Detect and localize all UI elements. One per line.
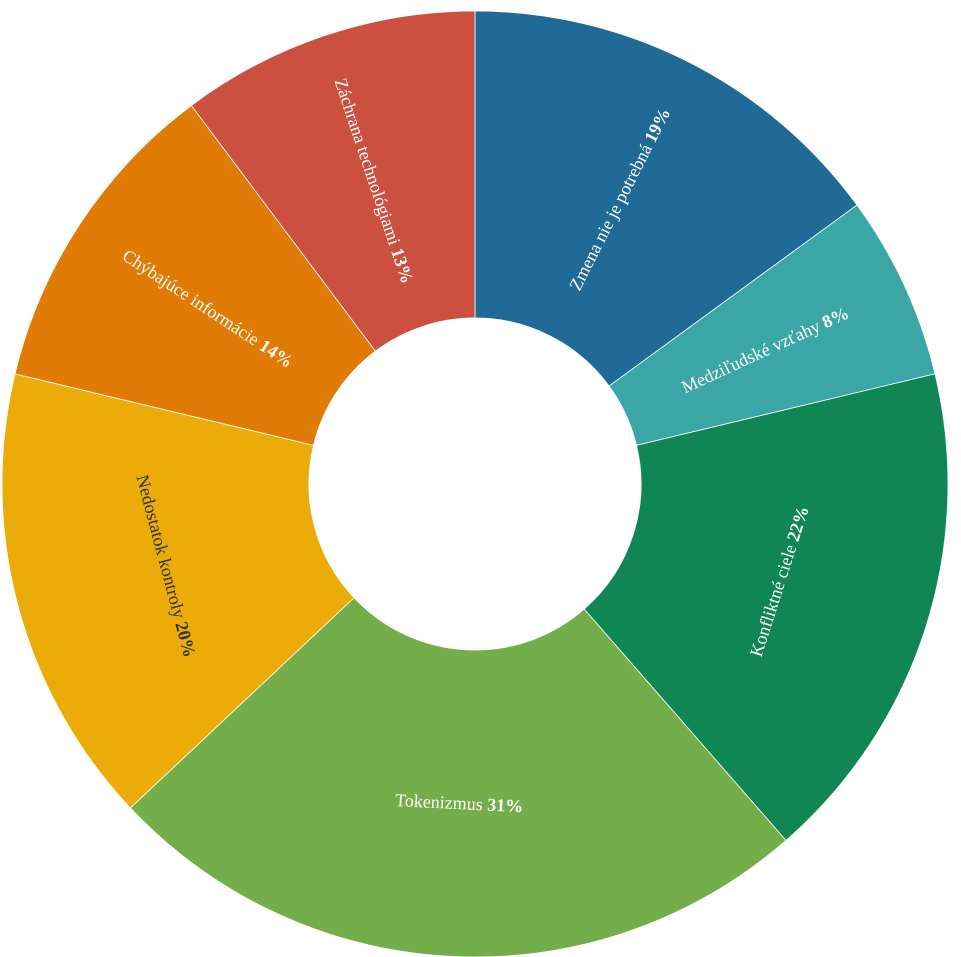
slice-percent: 31% bbox=[487, 795, 524, 817]
slice-2[interactable] bbox=[583, 373, 949, 841]
slice-label-text: Tokenizmus bbox=[395, 790, 488, 815]
slice-5[interactable] bbox=[14, 104, 376, 446]
slice-0[interactable] bbox=[474, 10, 858, 387]
slice-3[interactable] bbox=[129, 597, 787, 957]
slice-label-3: Tokenizmus 31% bbox=[395, 790, 524, 816]
slice-6[interactable] bbox=[190, 10, 476, 352]
slice-4[interactable] bbox=[1, 373, 355, 809]
